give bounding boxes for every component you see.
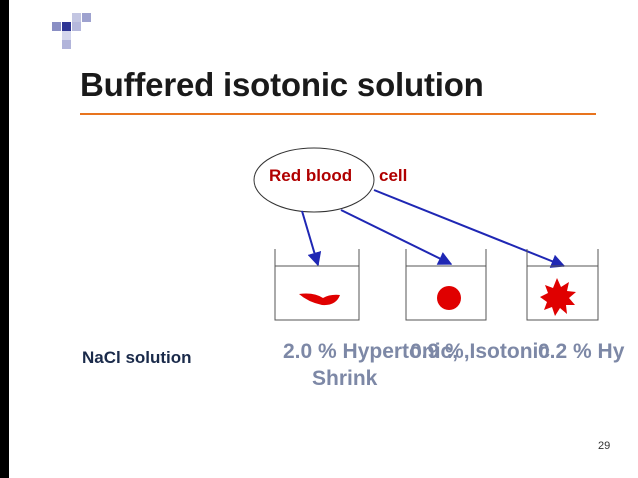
beaker-isotonic: [405, 249, 487, 321]
condition-hypotonic: 0.2 % Hy: [538, 340, 625, 363]
condition-isotonic: 0.9 %,Isotonic: [410, 340, 551, 363]
beaker-hypertonic: [274, 249, 360, 321]
condition-hypertonic: 2.0 % Hypertonic,: [283, 340, 459, 363]
cell-label: cell: [379, 166, 408, 185]
cell-callout-ellipse: [253, 147, 375, 213]
arrow-to-hypotonic: [373, 189, 566, 268]
left-edge-bar: [0, 0, 9, 478]
shrink-label: Shrink: [312, 367, 378, 390]
arrow-to-isotonic: [340, 209, 453, 265]
page-number: 29: [598, 440, 611, 452]
normal-cell: [437, 286, 461, 310]
red-blood-label: Red blood: [269, 166, 353, 185]
logo-squares-icon: [52, 13, 92, 49]
arrow-to-hypertonic: [301, 210, 322, 267]
title-underline: [80, 113, 596, 115]
shrunken-cell: [299, 293, 340, 306]
nacl-solution-label: NaCl solution: [82, 348, 192, 367]
slide-title: Buffered isotonic solution: [80, 66, 484, 103]
beaker-hypotonic: [526, 249, 599, 321]
burst-cell: [540, 278, 576, 316]
